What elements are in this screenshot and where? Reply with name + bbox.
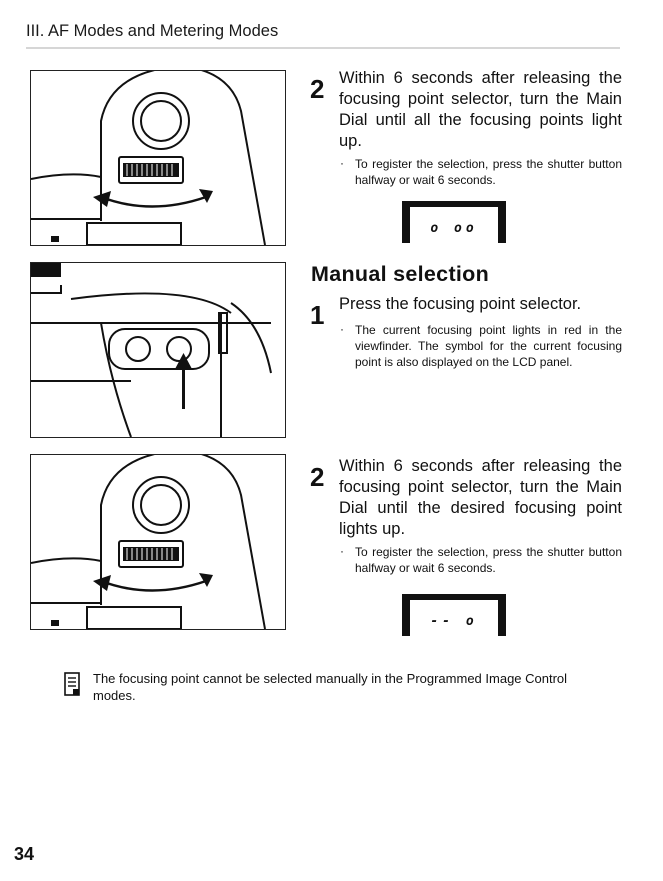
page-number: 34: [14, 844, 35, 864]
main-dial-illustration-bottom: [30, 454, 286, 630]
bullet-dot: ·: [340, 322, 344, 336]
lcd-panel-all-points: o oo: [402, 201, 506, 243]
step-bullet-b: · The current focusing point lights in r…: [340, 322, 622, 370]
memo-icon: [64, 672, 80, 696]
main-dial-illustration-top: [30, 70, 286, 246]
lcd-panel-single-point: -- o: [402, 594, 506, 636]
focusing-point-selector-illustration: [30, 262, 286, 438]
camera-dial-drawing: [31, 71, 266, 245]
step-text-c: Within 6 seconds after releasing the foc…: [339, 457, 622, 538]
camera-back-drawing: [31, 263, 272, 437]
step-bullet-a: · To register the selection, press the s…: [340, 156, 622, 188]
step-bullet-text-a: To register the selection, press the shu…: [355, 157, 622, 187]
step-number-c: 2: [310, 462, 325, 492]
bullet-dot: ·: [340, 544, 344, 558]
section-header: III. AF Modes and Metering Modes: [26, 22, 279, 40]
step-text-b: Press the focusing point selector.: [339, 295, 582, 313]
step-bullet-text-b: The current focusing point lights in red…: [355, 323, 622, 369]
step-number-b: 1: [310, 300, 325, 330]
lcd-readout-c: -- o: [430, 614, 478, 629]
section-title: Manual selection: [311, 262, 490, 286]
bullet-dot: ·: [340, 156, 344, 170]
camera-dial-drawing-2: [31, 455, 266, 629]
note-text: The focusing point cannot be selected ma…: [93, 671, 568, 703]
step-text-a: Within 6 seconds after releasing the foc…: [339, 69, 622, 150]
lcd-readout-a: o oo: [430, 221, 478, 236]
memo-icon-drawing: [64, 672, 80, 696]
step-number-a: 2: [310, 74, 325, 104]
header-rule: [26, 47, 620, 49]
step-bullet-c: · To register the selection, press the s…: [340, 544, 622, 576]
step-bullet-text-c: To register the selection, press the shu…: [355, 545, 622, 575]
